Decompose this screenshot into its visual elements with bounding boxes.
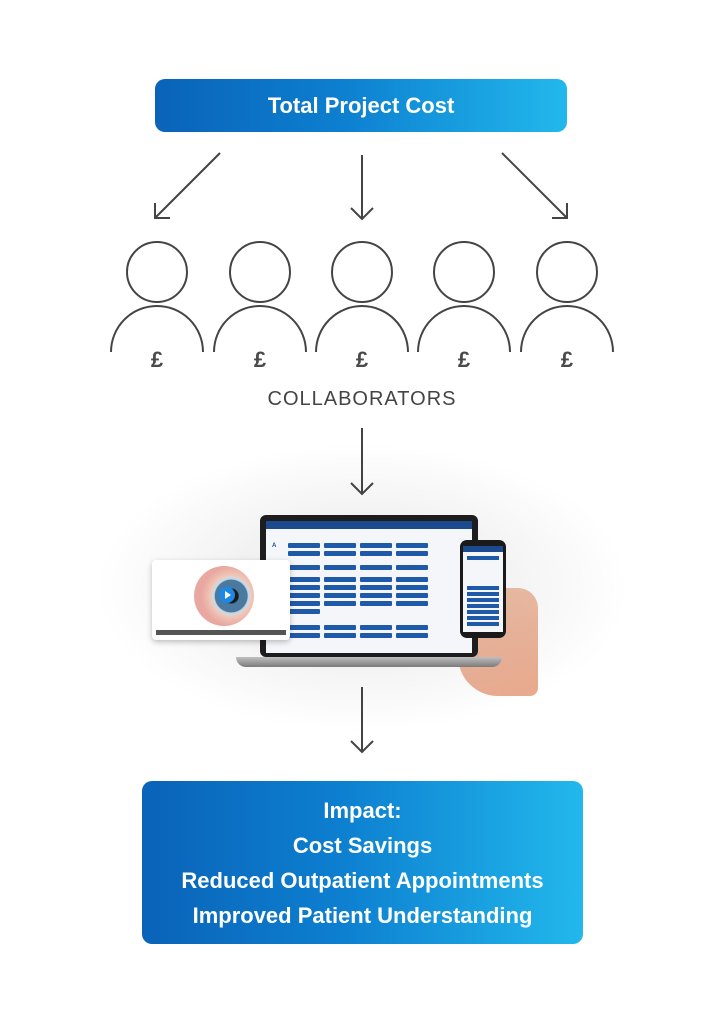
arrow-left-icon — [154, 152, 221, 219]
collaborators-label: COLLABORATORS — [267, 388, 457, 410]
pound-sign: £ — [560, 347, 574, 372]
person-icon — [417, 241, 511, 353]
video-control-bar — [156, 630, 286, 635]
arrow-down-collaborators-icon — [350, 428, 374, 496]
impact-box: Impact: Cost Savings Reduced Outpatient … — [142, 781, 583, 944]
phone-navbar — [463, 546, 503, 552]
total-project-cost-title: Total Project Cost — [267, 92, 455, 118]
pound-sign: £ — [355, 347, 369, 372]
impact-heading: Impact: — [323, 797, 402, 823]
pound-sign: £ — [150, 347, 164, 372]
impact-item-cost-savings: Cost Savings — [292, 832, 433, 858]
laptop-display: A B C D — [266, 521, 472, 653]
impact-item-understanding: Improved Patient Understanding — [192, 902, 533, 928]
phone-display — [463, 546, 503, 632]
video-player-icon — [152, 560, 290, 640]
play-icon — [219, 587, 235, 603]
impact-item-outpatient: Reduced Outpatient Appointments — [181, 867, 544, 893]
laptop-icon: A B C D — [260, 515, 478, 657]
laptop-navbar — [266, 521, 472, 529]
person-icon — [315, 241, 409, 353]
total-project-cost-box: Total Project Cost — [155, 79, 567, 132]
arrow-down-center-icon — [350, 155, 374, 221]
pound-sign: £ — [253, 347, 267, 372]
arrow-down-impact-icon — [350, 687, 374, 754]
person-icon — [213, 241, 307, 353]
phone-icon — [460, 540, 506, 638]
laptop-base — [236, 657, 502, 667]
person-icon — [110, 241, 204, 353]
pound-sign: £ — [457, 347, 471, 372]
arrow-right-icon — [501, 152, 568, 219]
devices-illustration: A B C D — [100, 445, 625, 730]
person-icon — [520, 241, 614, 353]
